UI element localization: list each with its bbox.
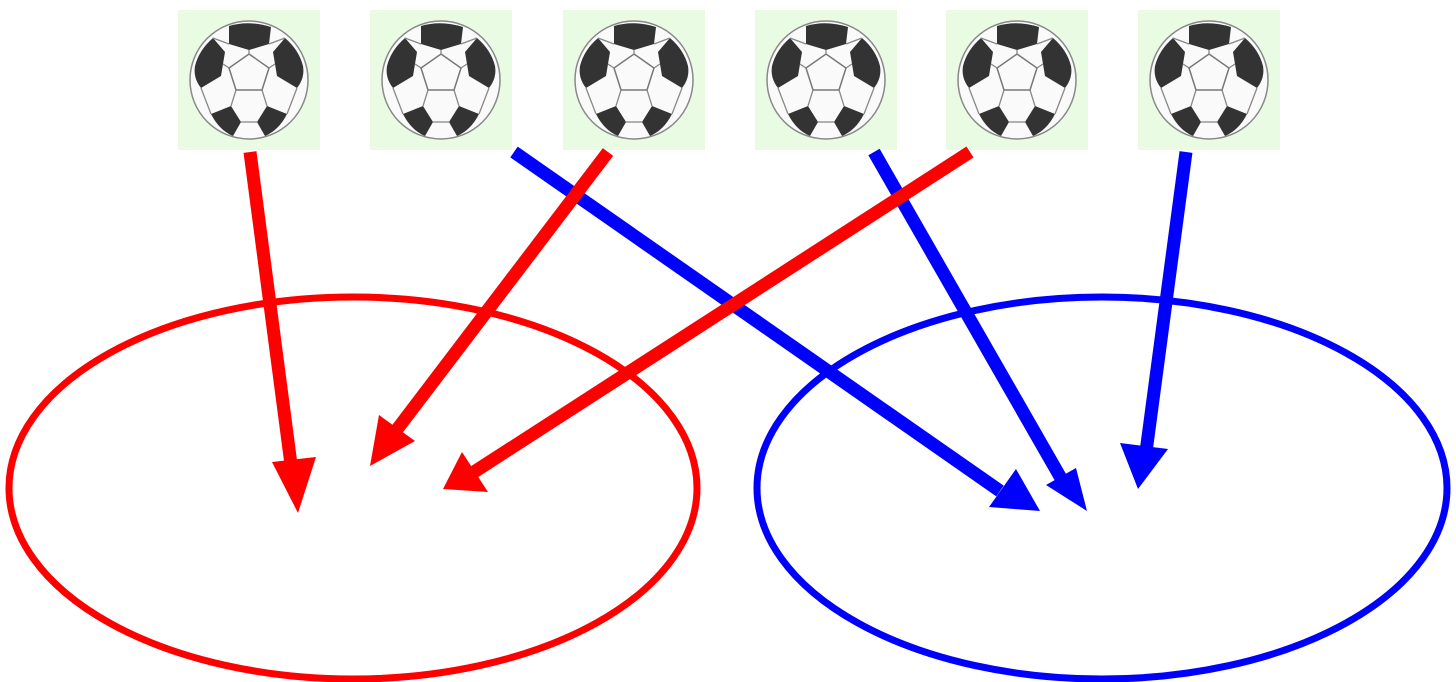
red-set-ellipse — [5, 293, 701, 682]
arrow-ball-6-to-blue-set — [1120, 151, 1193, 489]
soccer-ball-icon — [1149, 20, 1269, 140]
ball-tile-4 — [755, 10, 897, 150]
blue-set-ellipse — [753, 293, 1451, 682]
arrow-ball-4-to-blue-set — [868, 148, 1087, 511]
arrow-ball-3-to-red-set — [370, 148, 614, 466]
arrow-ball-5-to-red-set — [443, 146, 974, 492]
soccer-ball-icon — [957, 20, 1077, 140]
soccer-ball-icon — [574, 20, 694, 140]
soccer-ball-icon — [381, 20, 501, 140]
ball-tile-2 — [370, 10, 512, 150]
arrow-ball-2-to-blue-set — [510, 146, 1040, 511]
ball-tile-1 — [178, 10, 320, 150]
ball-tile-3 — [563, 10, 705, 150]
mapping-arrows — [243, 146, 1193, 513]
ball-tile-5 — [946, 10, 1088, 150]
soccer-ball-icon — [189, 20, 309, 140]
ball-row — [178, 10, 1280, 150]
soccer-ball-icon — [766, 20, 886, 140]
arrow-ball-1-to-red-set — [243, 151, 316, 513]
ball-tile-6 — [1138, 10, 1280, 150]
